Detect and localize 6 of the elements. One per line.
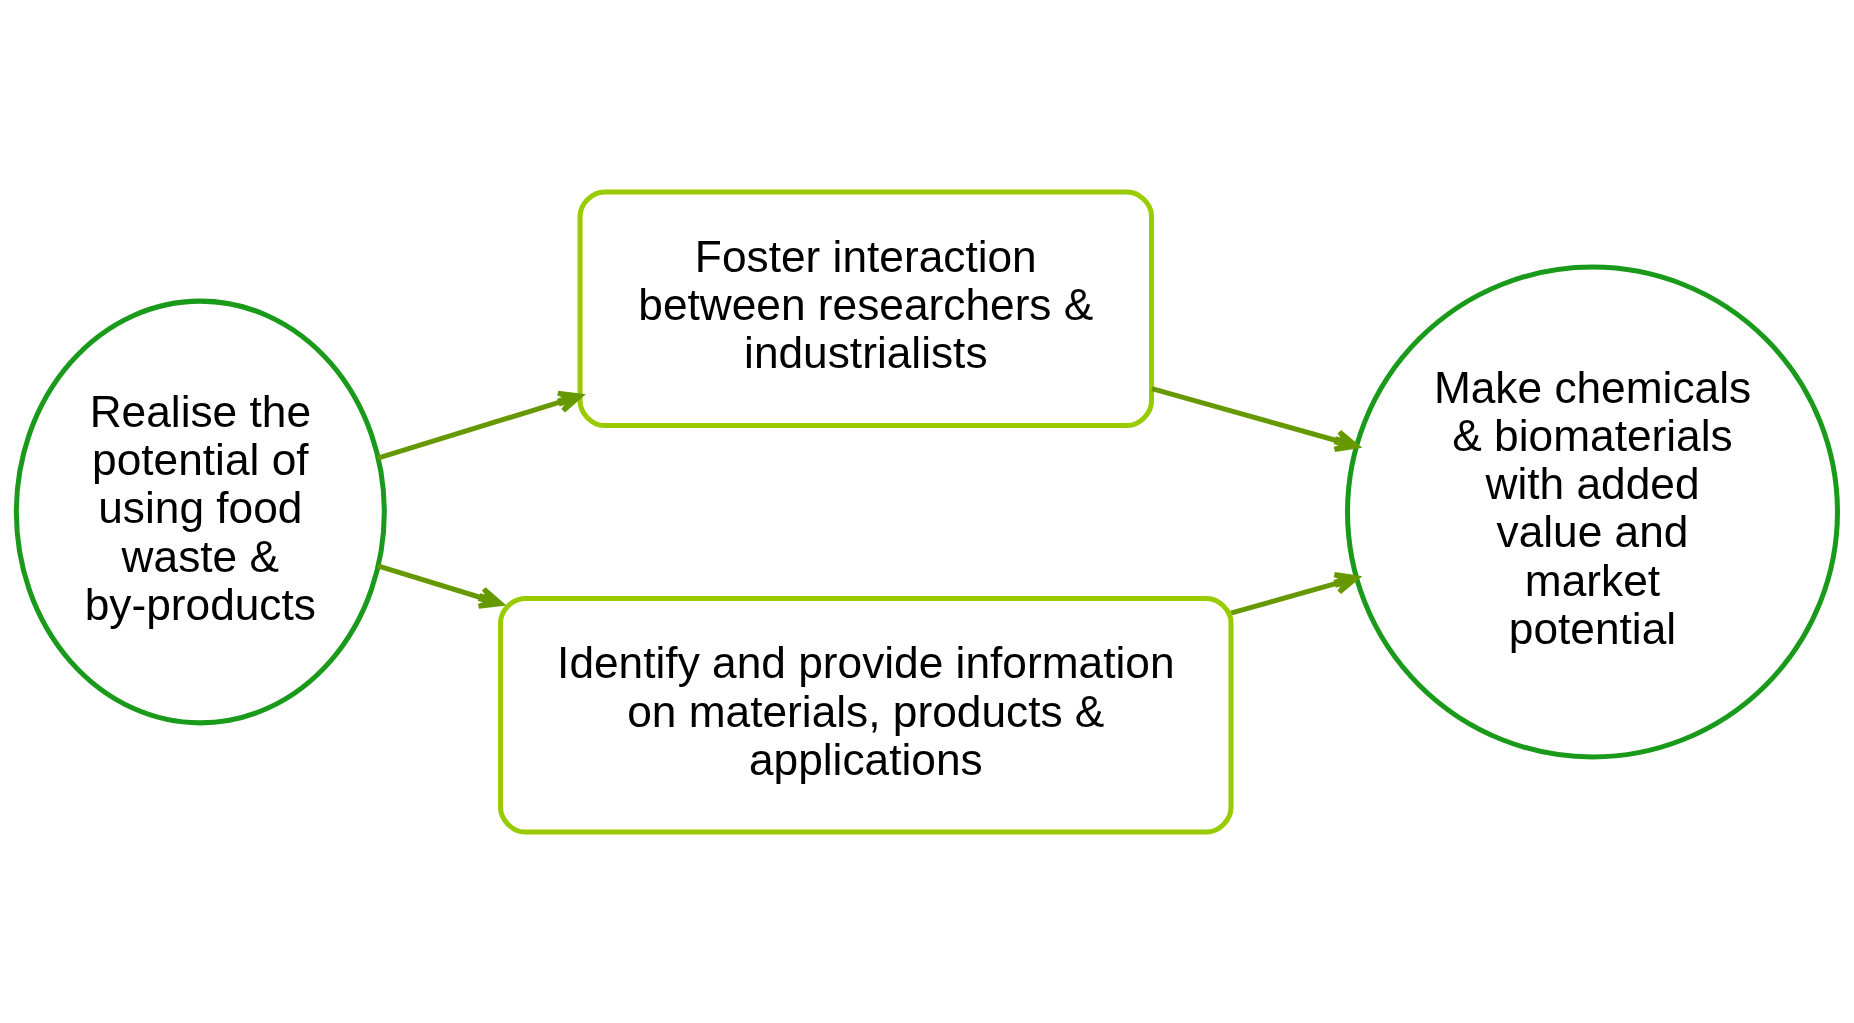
node-box: Foster interaction between researchers & industrialists (577, 189, 1155, 428)
arrow (377, 390, 583, 460)
arrow (377, 563, 504, 609)
node-ellipse: Realise the potential of using food waste & by-products (13, 298, 387, 725)
node-circle: Make chemicals & biomaterials with added value and market potential (1345, 264, 1840, 759)
node-box: Identify and provide information on materials, products & applications (498, 595, 1234, 834)
